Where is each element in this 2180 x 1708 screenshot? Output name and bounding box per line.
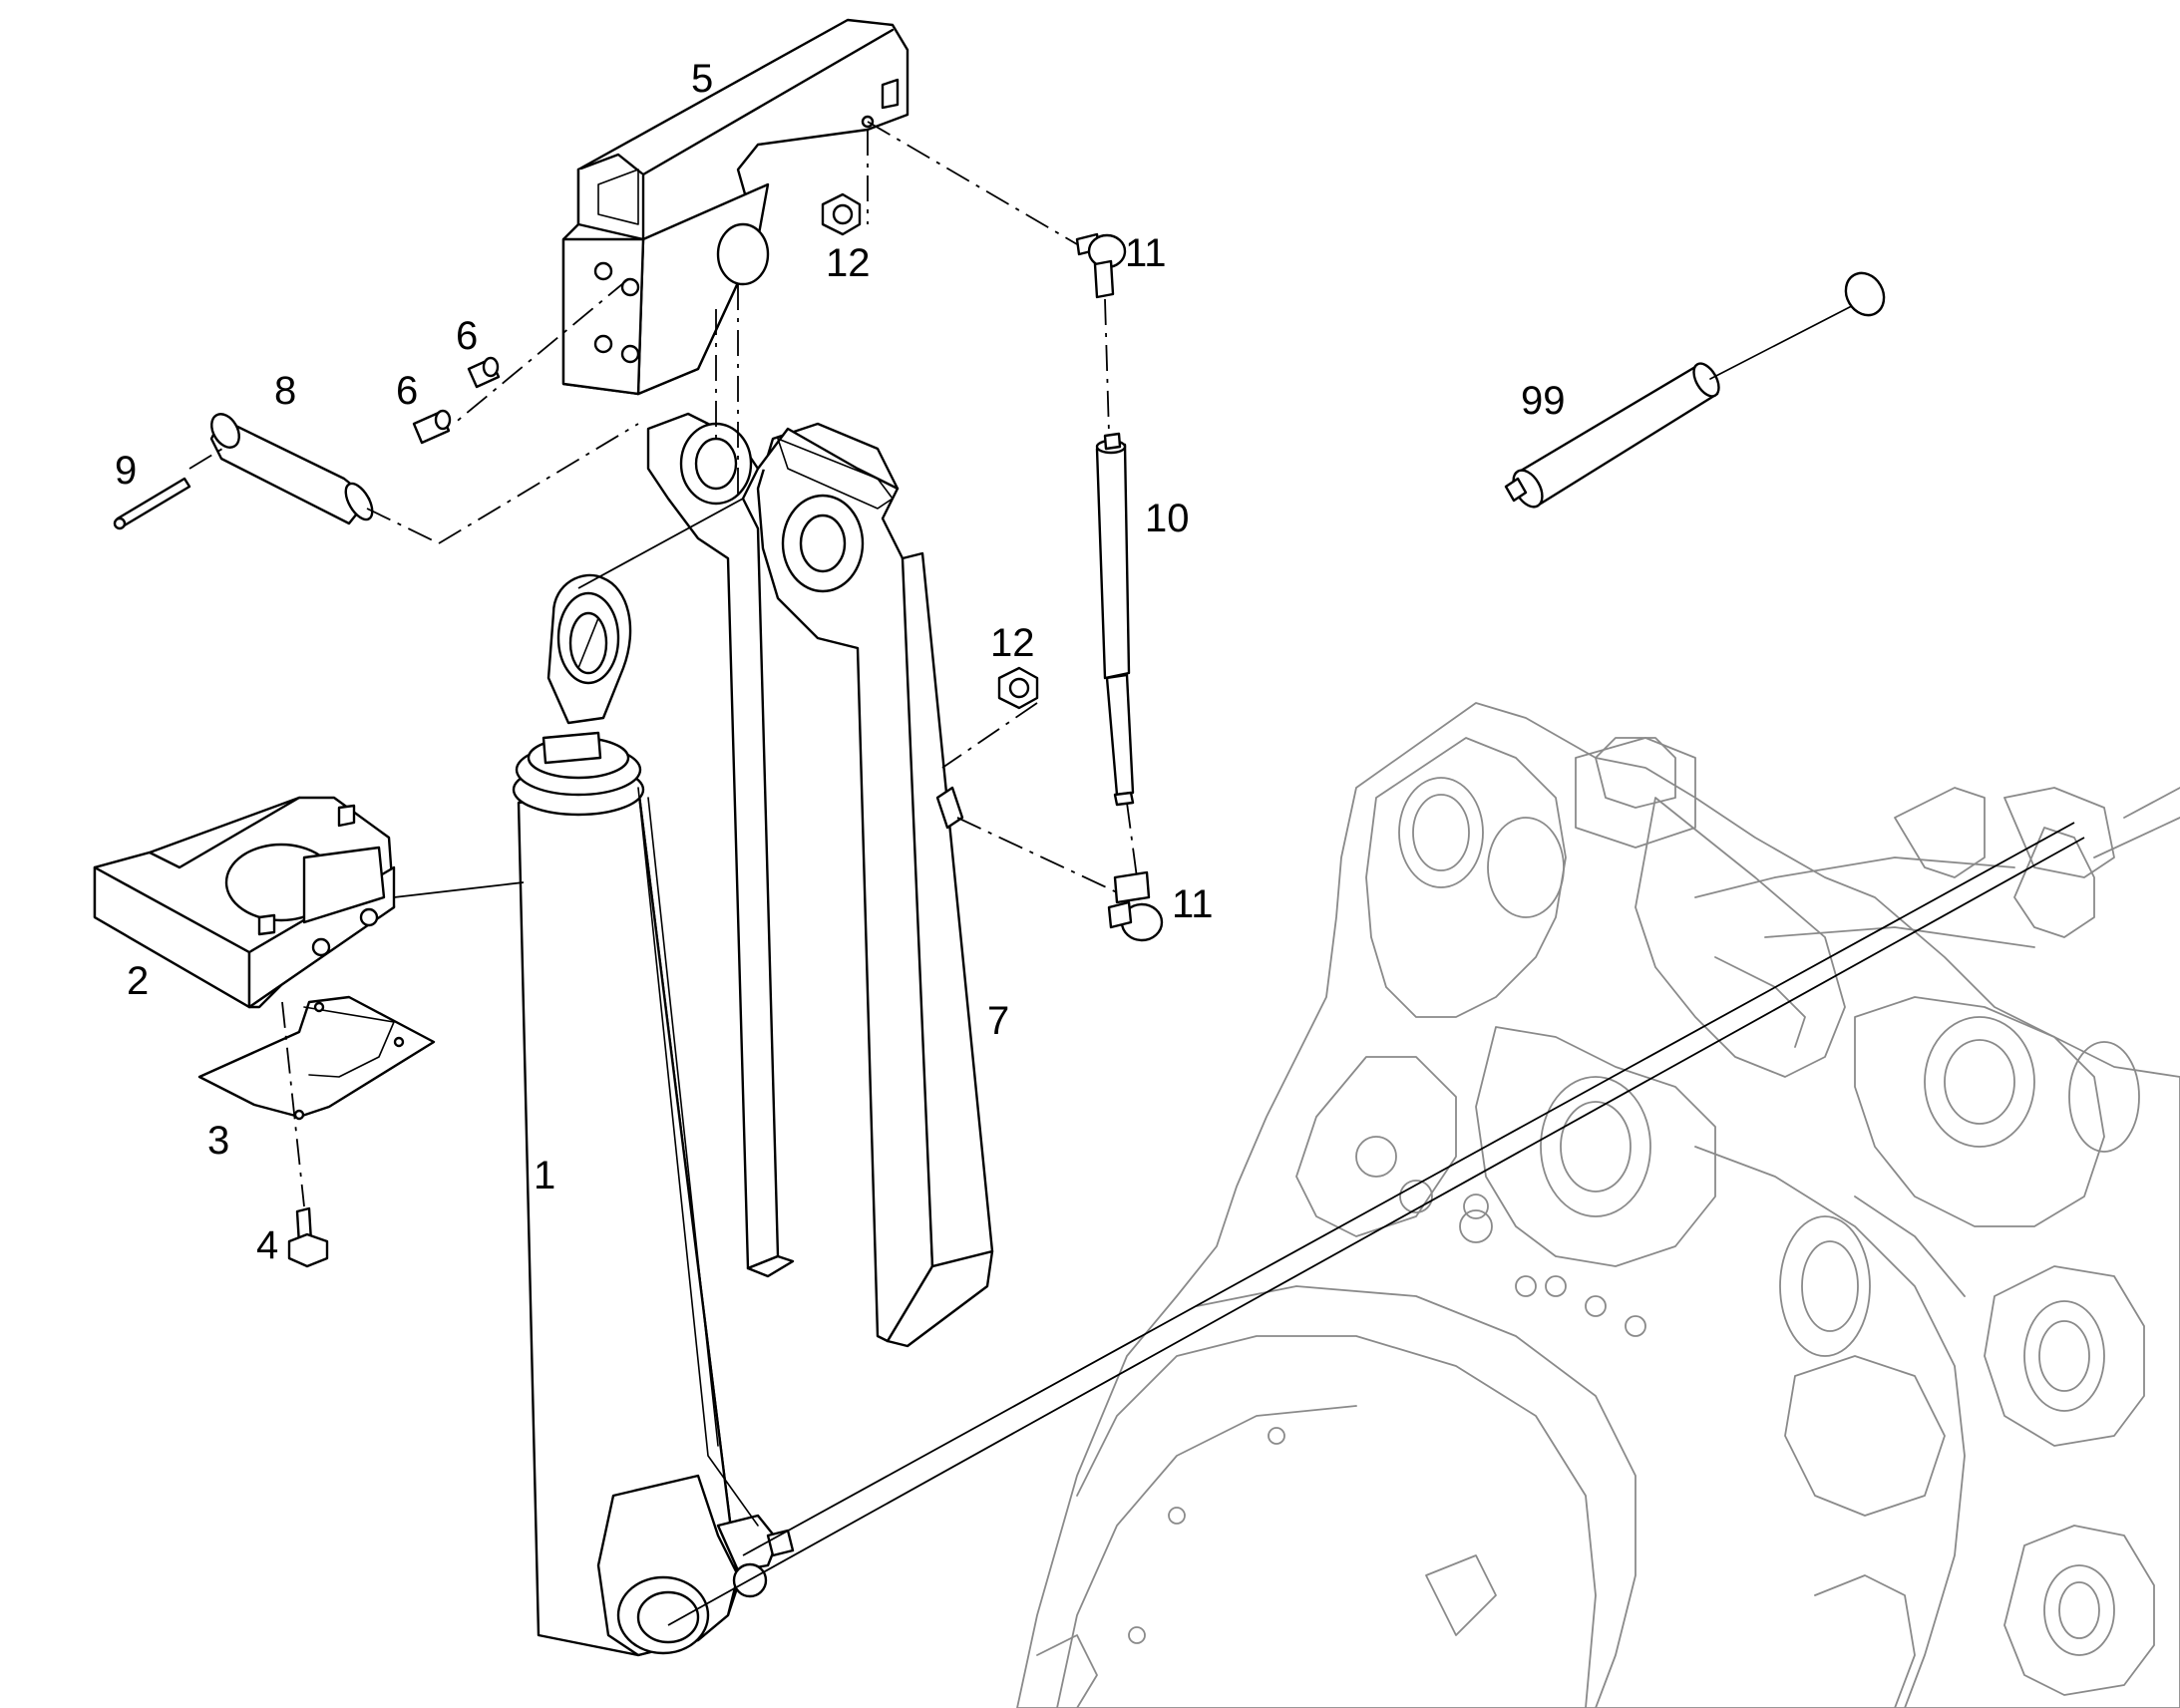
callout-3: 3 [207,1119,229,1163]
pin-6-lower [412,409,452,445]
callout-6-lower: 6 [396,369,418,413]
callout-99: 99 [1521,379,1566,423]
nut-12-upper [821,192,862,236]
pin-6-upper [467,356,501,389]
gas-strut-10 [1095,432,1135,807]
callout-9: 9 [115,449,137,493]
callout-12-upper: 12 [826,241,871,285]
callout-labels: 1 2 3 4 5 6 6 7 8 9 10 11 11 12 12 99 [115,57,1566,1267]
pin-9 [113,477,191,530]
ball-joint-11-lower [1107,870,1164,942]
nut-12-lower [997,666,1039,710]
callout-11-upper: 11 [1125,231,1167,275]
bracket-2 [93,796,396,1009]
callout-6-upper: 6 [456,314,478,358]
plate-3 [197,995,436,1121]
callout-5: 5 [691,57,713,101]
callout-1: 1 [534,1154,555,1197]
machine-frame [1016,702,2180,1708]
hydraulic-cylinder-1 [512,573,795,1657]
callout-2: 2 [127,959,149,1003]
pin-8 [209,413,374,525]
bolt-4 [287,1206,329,1268]
bracket-5 [561,18,909,396]
callout-12-lower: 12 [990,621,1035,665]
callout-10: 10 [1145,497,1190,540]
ball-joint-11-upper [1075,232,1127,299]
callout-7: 7 [987,999,1009,1043]
tool-99 [1504,271,1886,509]
callout-11-lower: 11 [1172,882,1214,926]
leader-lines [188,121,2085,1626]
callout-8: 8 [274,369,296,413]
link-arm-7 [646,412,994,1348]
callout-4: 4 [256,1223,278,1267]
